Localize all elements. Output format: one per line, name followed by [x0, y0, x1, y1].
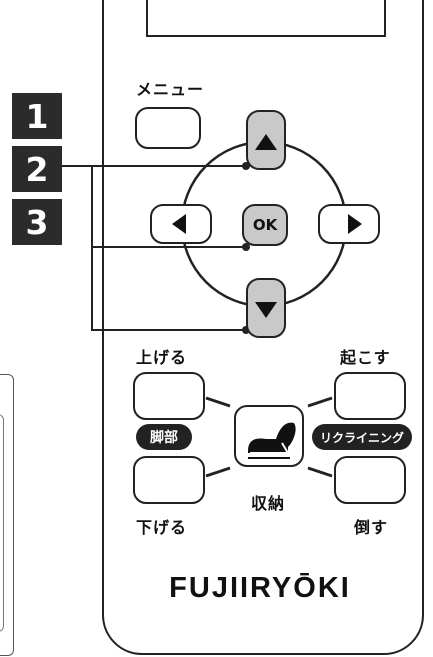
- recline-lower-button[interactable]: [334, 456, 406, 504]
- leg-lower-button[interactable]: [133, 456, 205, 504]
- stow-button[interactable]: [234, 405, 304, 467]
- right-arrow-icon: [348, 214, 362, 234]
- left-arrow-icon: [172, 214, 186, 234]
- leg-raise-button[interactable]: [133, 372, 205, 420]
- brand-logo: FUJIIRYŌKI: [169, 572, 351, 604]
- raise-label: 上げる: [136, 348, 188, 367]
- stow-chair-icon: [248, 422, 296, 459]
- remote-body: [102, 0, 424, 655]
- sit-up-label: 起こす: [340, 348, 391, 367]
- side-panel: [0, 374, 14, 656]
- step-3-marker: 3: [12, 199, 62, 245]
- recline-badge: リクライニング: [312, 424, 412, 450]
- side-panel-inner: [0, 414, 4, 632]
- recline-label: 倒す: [354, 518, 389, 537]
- ok-button[interactable]: OK: [242, 204, 288, 246]
- remote-display: [146, 0, 386, 37]
- step-1-marker: 1: [12, 93, 62, 139]
- lower-label: 下げる: [136, 518, 188, 537]
- menu-button[interactable]: [135, 107, 201, 149]
- down-button[interactable]: [246, 278, 286, 338]
- stow-label: 収納: [251, 494, 286, 513]
- recline-raise-button[interactable]: [334, 372, 406, 420]
- up-arrow-icon: [255, 134, 277, 150]
- leg-badge: 脚部: [136, 424, 192, 450]
- up-button[interactable]: [246, 110, 286, 170]
- step-2-marker: 2: [12, 146, 62, 192]
- right-button[interactable]: [318, 204, 380, 244]
- down-arrow-icon: [255, 302, 277, 318]
- left-button[interactable]: [150, 204, 212, 244]
- menu-label: メニュー: [136, 80, 205, 99]
